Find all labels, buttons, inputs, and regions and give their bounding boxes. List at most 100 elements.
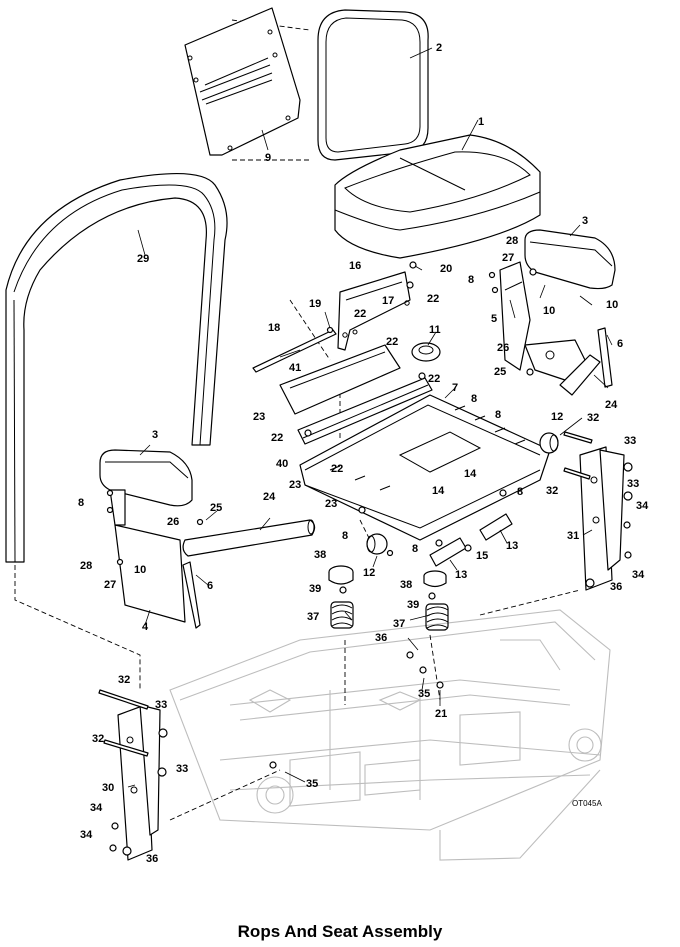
part-11-adjustment-knob [411, 342, 441, 362]
part-12-rubber-bumper-left [366, 533, 388, 555]
callout-6: 6 [207, 580, 213, 592]
callout-38: 38 [314, 549, 326, 561]
callout-40: 40 [276, 458, 288, 470]
callout-34: 34 [80, 829, 93, 841]
callout-36: 36 [146, 853, 158, 865]
callout-9: 9 [265, 152, 271, 164]
part-6-adjustment-rod-left [182, 561, 201, 629]
callout-12: 12 [551, 411, 563, 423]
callout-7: 7 [452, 382, 458, 394]
callout-38: 38 [400, 579, 412, 591]
part-9-seat-back-plate [184, 7, 301, 156]
callout-22: 22 [331, 463, 343, 475]
callout-14: 14 [432, 485, 445, 497]
part-38-isolator-cup-left [328, 565, 354, 585]
figure-caption: Rops And Seat Assembly [237, 922, 443, 941]
callout-37: 37 [307, 611, 319, 623]
part-29-rops-hoop [5, 172, 228, 563]
exploded-parts-diagram: 1 2 3 3 4 5 6 6 7 8 8 8 8 8 8 8 9 10 10 … [5, 7, 649, 865]
callout-32: 32 [587, 412, 599, 424]
callout-41: 41 [289, 362, 301, 374]
hardware-fasteners [98, 261, 633, 856]
callout-21: 21 [435, 708, 447, 720]
callout-leaders [127, 47, 613, 788]
part-38-isolator-cup-right [423, 570, 447, 588]
callout-8: 8 [471, 393, 477, 405]
callout-13: 13 [506, 540, 518, 552]
callout-28: 28 [506, 235, 518, 247]
callout-10: 10 [134, 564, 146, 576]
callout-32: 32 [546, 485, 558, 497]
callout-24: 24 [263, 491, 276, 503]
callout-2: 2 [436, 42, 442, 54]
callout-34: 34 [90, 802, 103, 814]
callout-26: 26 [497, 342, 509, 354]
callout-22: 22 [428, 373, 440, 385]
callout-37: 37 [393, 618, 405, 630]
callout-8: 8 [412, 543, 418, 555]
callout-28: 28 [80, 560, 92, 572]
part-24-armrest-tube-left [182, 519, 316, 557]
callout-22: 22 [354, 308, 366, 320]
callout-15: 15 [476, 550, 488, 562]
mower-frame-outline [169, 609, 611, 861]
callout-13: 13 [455, 569, 467, 581]
callout-23: 23 [253, 411, 265, 423]
drawing-code: OT045A [572, 799, 602, 808]
callout-labels: 1 2 3 3 4 5 6 6 7 8 8 8 8 8 8 8 9 10 10 … [78, 42, 649, 865]
callout-36: 36 [610, 581, 622, 593]
part-41-slide-plate [279, 344, 401, 415]
part-30-rops-mount-left [117, 704, 161, 861]
callout-4: 4 [142, 621, 149, 633]
callout-35: 35 [306, 778, 318, 790]
callout-33: 33 [176, 763, 188, 775]
callout-8: 8 [78, 497, 84, 509]
callout-39: 39 [407, 599, 419, 611]
callout-25: 25 [494, 366, 506, 378]
part-4-armrest-bracket-left [109, 489, 186, 623]
callout-26: 26 [167, 516, 179, 528]
callout-39: 39 [309, 583, 321, 595]
part-3-armrest-right [524, 229, 616, 290]
callout-14: 14 [464, 468, 477, 480]
callout-31: 31 [567, 530, 579, 542]
callout-32: 32 [118, 674, 130, 686]
callout-34: 34 [632, 569, 645, 581]
callout-10: 10 [543, 305, 555, 317]
callout-22: 22 [271, 432, 283, 444]
callout-5: 5 [491, 313, 497, 325]
callout-11: 11 [429, 324, 441, 336]
callout-27: 27 [104, 579, 116, 591]
callout-33: 33 [624, 435, 636, 447]
callout-3: 3 [582, 215, 588, 227]
callout-3: 3 [152, 429, 158, 441]
callout-35: 35 [418, 688, 430, 700]
callout-33: 33 [627, 478, 639, 490]
callout-23: 23 [325, 498, 337, 510]
part-6-adjustment-rod-right [597, 327, 613, 388]
part-12-rubber-bumper-right [539, 432, 559, 454]
callout-1: 1 [478, 116, 484, 128]
callout-25: 25 [210, 502, 222, 514]
callout-20: 20 [440, 263, 452, 275]
callout-18: 18 [268, 322, 280, 334]
part-16-seat-bracket [337, 271, 411, 351]
callout-24: 24 [605, 399, 618, 411]
callout-36: 36 [375, 632, 387, 644]
callout-8: 8 [342, 530, 348, 542]
callout-34: 34 [636, 500, 649, 512]
part-24-armrest-tube-right [559, 354, 601, 396]
callout-22: 22 [386, 336, 398, 348]
part-37-spring-left [330, 601, 354, 629]
part-7-seat-pan [299, 394, 551, 541]
callout-16: 16 [349, 260, 361, 272]
part-40-seat-rail [297, 377, 433, 445]
callout-29: 29 [137, 253, 149, 265]
part-37-spring-right [425, 603, 449, 631]
callout-33: 33 [155, 699, 167, 711]
part-1-seat-cushion [334, 134, 541, 259]
callout-30: 30 [102, 782, 114, 794]
callout-17: 17 [382, 295, 394, 307]
callout-27: 27 [502, 252, 514, 264]
callout-6: 6 [617, 338, 623, 350]
